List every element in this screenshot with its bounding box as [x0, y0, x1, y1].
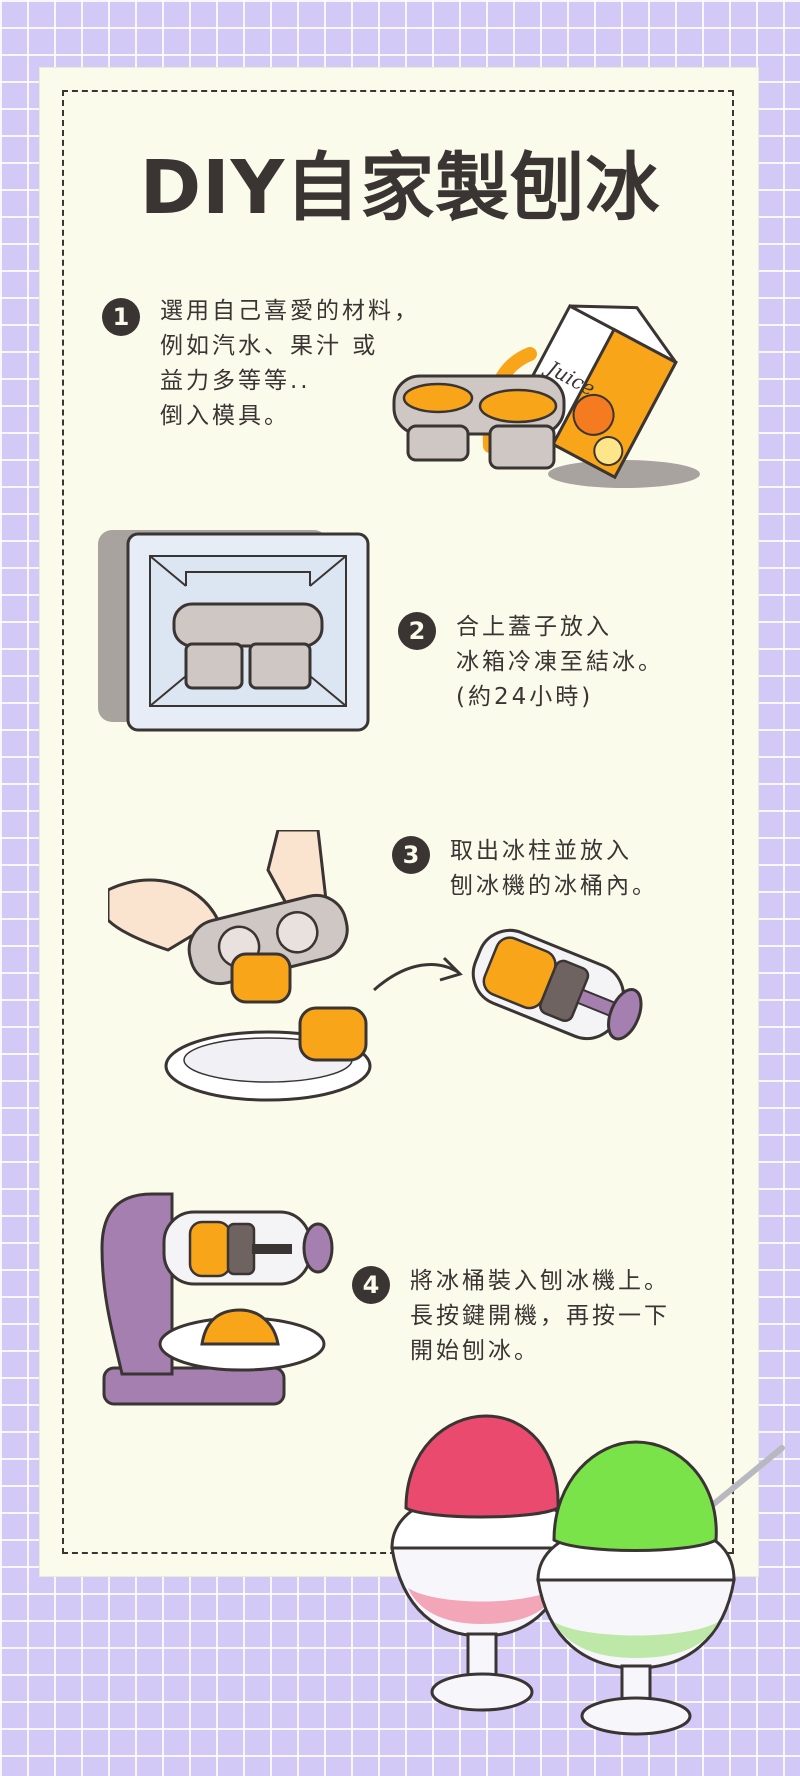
step-3-text: 取出冰柱並放入 刨冰機的冰桶內。 [450, 838, 658, 899]
machine-knob [302, 1222, 334, 1274]
freezer-illustration [98, 530, 370, 732]
shaved-ice-machine-illustration [100, 1192, 334, 1406]
green-shaved-ice [536, 1440, 736, 1736]
machine-base [102, 1366, 286, 1406]
step-2-text: 合上蓋子放入 冰箱冷凍至結冰。 (約24小時) [456, 614, 664, 710]
ice-pillar-falling [230, 952, 292, 1004]
shaved-ice-cups-illustration [390, 1414, 785, 1736]
step-4-number: 4 [352, 1266, 390, 1304]
step-4-text: 將冰桶裝入刨冰機上。 長按鍵開機，再按一下 開始刨冰。 [410, 1268, 670, 1364]
shaved-ice-pile [200, 1308, 280, 1346]
step-1-text: 選用自己喜愛的材料， 例如汽水、果汁 或 益力多等等.. 倒入模具。 [160, 298, 420, 429]
step-2-number: 2 [398, 612, 436, 650]
remove-ice-illustration [108, 830, 643, 1102]
orange-icon [572, 393, 615, 436]
pour-juice-illustration: Juice [392, 303, 700, 488]
arrow-icon [373, 963, 459, 992]
step-3-number: 3 [392, 836, 430, 874]
step-1-number: 1 [102, 298, 140, 336]
covered-mold [172, 602, 324, 648]
pink-shaved-ice [390, 1414, 574, 1712]
machine-body [100, 1192, 174, 1376]
page-title: DIY自家製刨冰 [139, 145, 661, 231]
ice-mold [392, 374, 566, 470]
ice-pillar [298, 1006, 368, 1062]
